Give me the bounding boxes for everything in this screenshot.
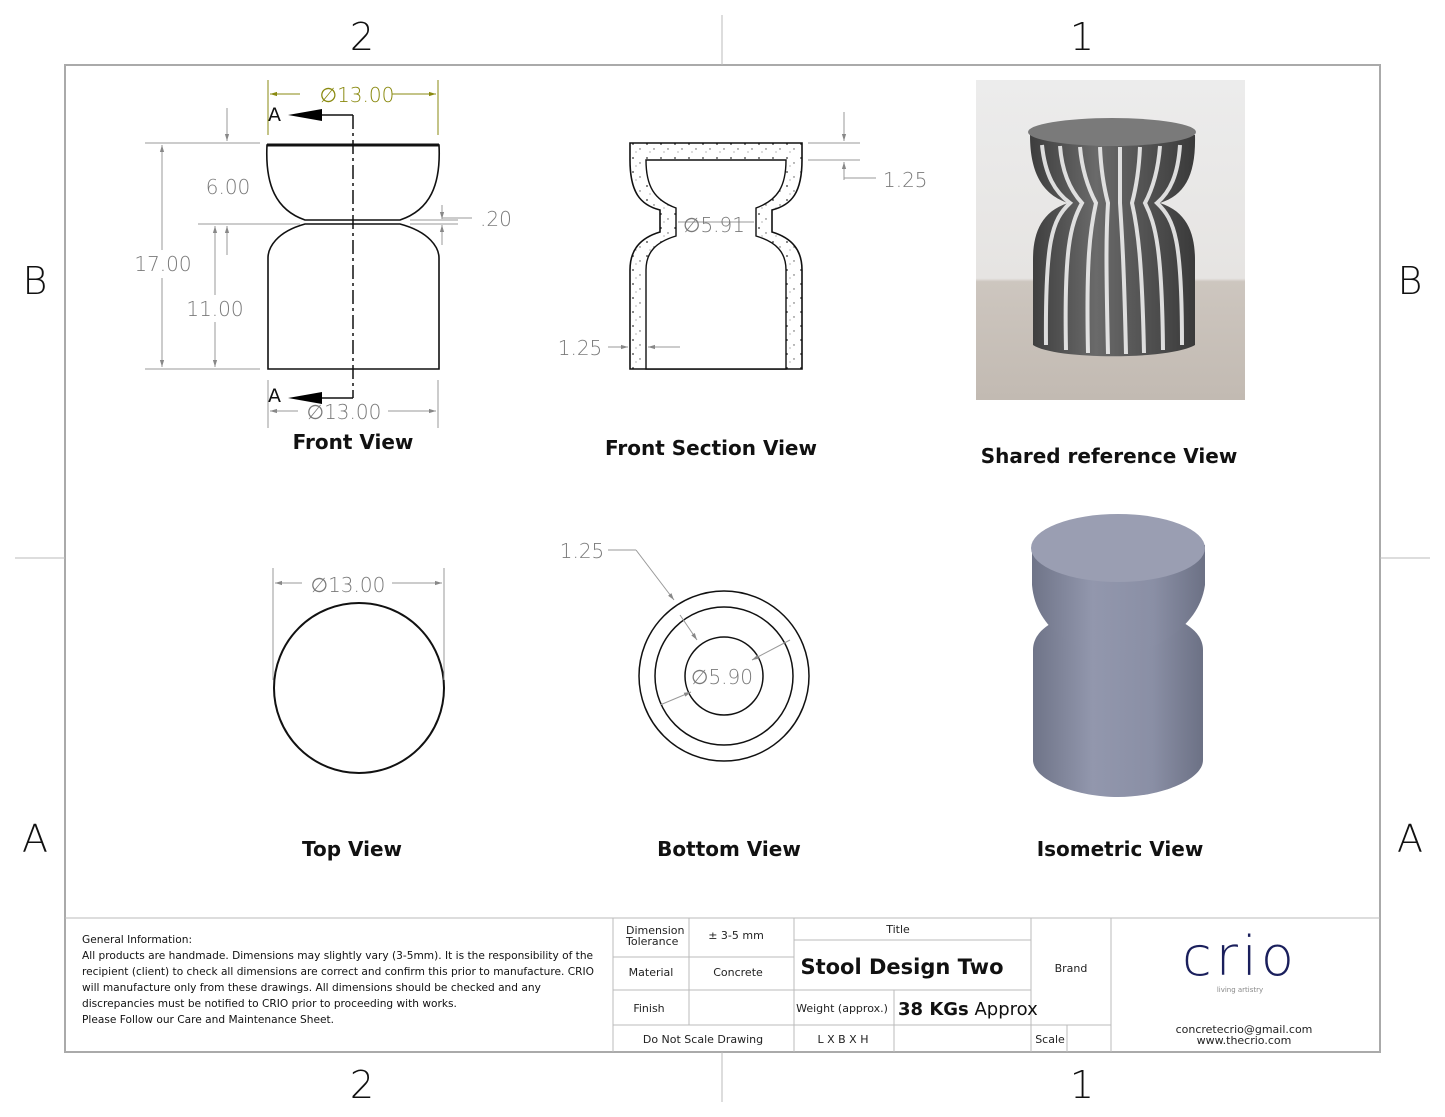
dimension-bottom-height: 11.00 (186, 297, 243, 321)
isometric-view: Isometric View (1031, 514, 1205, 861)
brand-label: Brand (1055, 962, 1088, 975)
top-view: ∅13.00 Top View (272, 568, 445, 861)
section-mark-label: A (268, 104, 281, 126)
dimension-top-diameter: ∅13.00 (311, 573, 386, 597)
view-label-front: Front View (293, 430, 414, 454)
dimension-gap: .20 (480, 207, 512, 231)
drawing-title: Stool Design Two (800, 955, 1003, 979)
dimension-diameter-top: ∅13.00 (320, 83, 395, 107)
front-view: A A ∅13.00 6.00 17.00 11.00 .20 ∅13.00 F… (134, 80, 512, 454)
title-label: Title (885, 923, 910, 936)
dimension-total-height: 17.00 (134, 252, 191, 276)
weight-number: 38 KGs (898, 999, 969, 1020)
scale-label: Scale (1035, 1033, 1065, 1046)
material-value: Concrete (713, 966, 763, 979)
material-label: Material (629, 966, 674, 979)
tolerance-label: Dimension (626, 924, 684, 937)
section-mark-label: A (268, 385, 281, 407)
do-not-scale-note: Do Not Scale Drawing (643, 1033, 763, 1046)
view-label-top: Top View (302, 837, 402, 861)
dimension-neck-diameter: ∅5.91 (683, 213, 745, 237)
view-label-bottom: Bottom View (657, 837, 801, 861)
general-info-body: All products are handmade. Dimensions ma… (82, 950, 594, 1010)
dimension-diameter-bottom: ∅13.00 (307, 400, 382, 424)
view-label-section: Front Section View (605, 436, 817, 460)
zone-label: 2 (350, 15, 374, 59)
zone-label: B (1398, 259, 1423, 303)
dimensions-label: L X B X H (817, 1033, 868, 1046)
zone-label: 1 (1070, 15, 1094, 59)
title-block (65, 917, 1380, 1052)
general-information: General Information: All products are ha… (82, 932, 602, 1028)
contact-email: concretecrio@gmail.com (1176, 1023, 1313, 1036)
front-section-view: 1.25 1.25 ∅5.91 Front Section View (558, 112, 928, 460)
view-label-reference: Shared reference View (981, 444, 1238, 468)
crio-logo-tagline: living artistry (1217, 986, 1263, 994)
weight-value: 38 KGs Approx (898, 999, 1038, 1020)
tolerance-value: ± 3-5 mm (708, 929, 764, 942)
weight-label: Weight (approx.) (796, 1002, 888, 1015)
general-info-heading: General Information: (82, 934, 193, 946)
zone-label: A (22, 817, 48, 861)
tolerance-label: Tolerance (625, 935, 679, 948)
finish-label: Finish (633, 1002, 664, 1015)
zone-label: B (23, 259, 48, 303)
dimension-bottom-diameter: ∅5.90 (691, 665, 753, 689)
zone-label: 1 (1070, 1063, 1094, 1107)
bottom-view: 1.25 ∅5.90 Bottom View (560, 539, 810, 861)
dimension-top-height: 6.00 (206, 175, 251, 199)
view-label-isometric: Isometric View (1037, 837, 1204, 861)
crio-logo: crio (1182, 925, 1298, 988)
general-info-footer: Please Follow our Care and Maintenance S… (82, 1014, 335, 1026)
weight-suffix: Approx (969, 999, 1038, 1020)
reference-photo: Shared reference View (976, 80, 1245, 468)
zone-dividers (15, 15, 1430, 1102)
contact-website: www.thecrio.com (1197, 1034, 1292, 1047)
dimension-top-thickness: 1.25 (883, 168, 928, 192)
dimension-wall-thickness: 1.25 (558, 336, 603, 360)
zone-label: 2 (350, 1063, 374, 1107)
dimension-bottom-thickness: 1.25 (560, 539, 605, 563)
zone-label: A (1397, 817, 1423, 861)
